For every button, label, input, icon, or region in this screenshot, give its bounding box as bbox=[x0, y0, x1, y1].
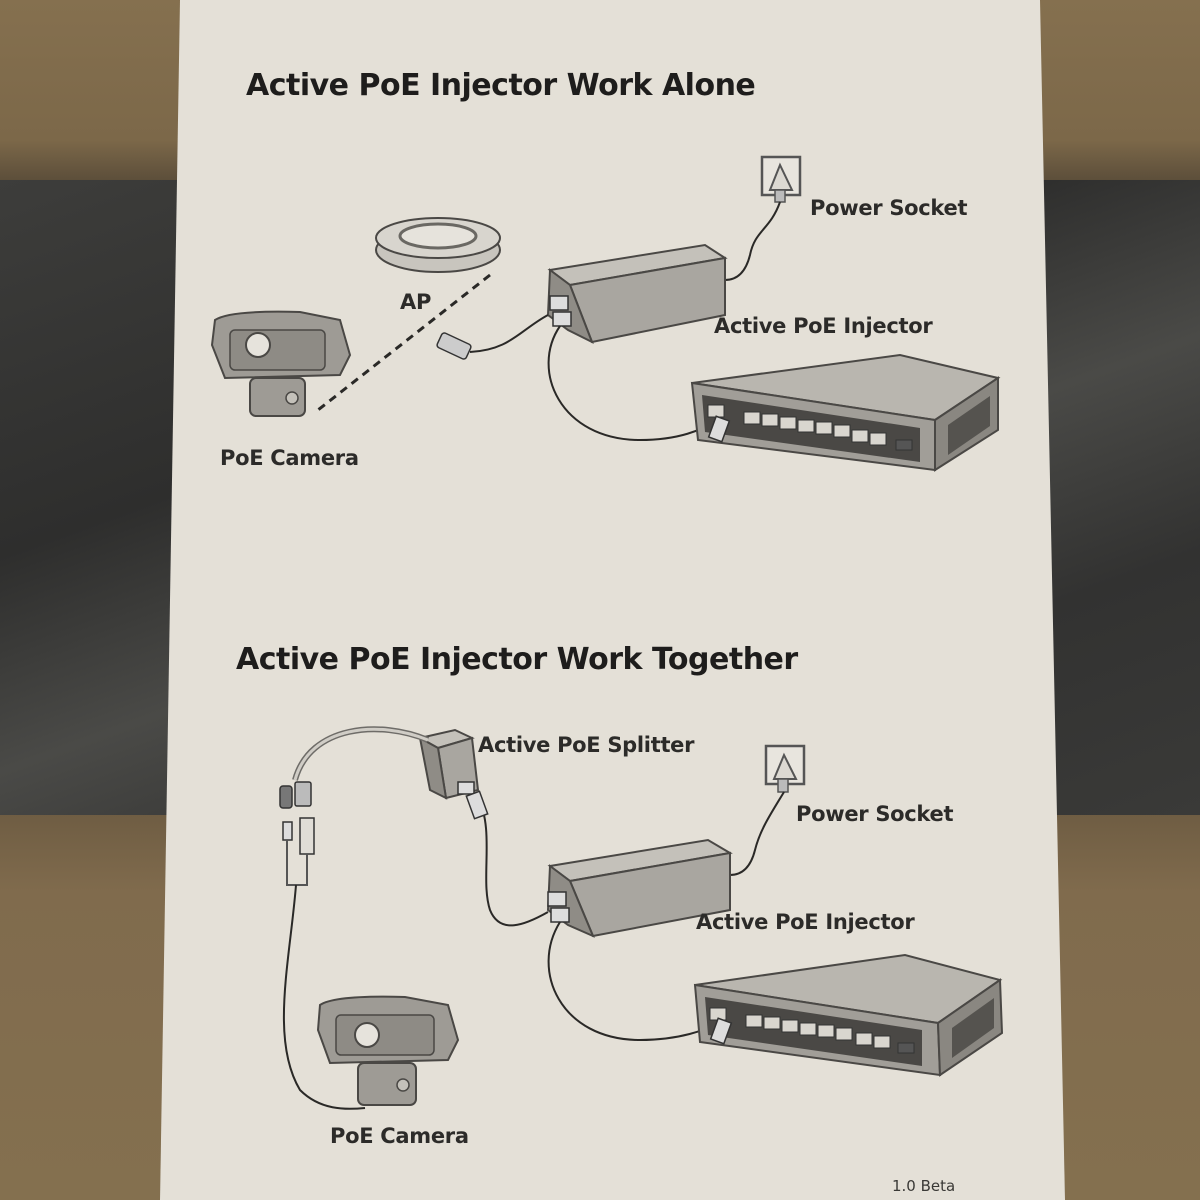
camera-cable bbox=[282, 884, 366, 1110]
rj45-plug-icon bbox=[436, 332, 472, 360]
label-ap: AP bbox=[400, 290, 432, 314]
section-title-work-alone: Active PoE Injector Work Alone bbox=[246, 68, 756, 103]
label-active-poe-injector: Active PoE Injector bbox=[714, 314, 933, 338]
label-active-poe-injector: Active PoE Injector bbox=[696, 910, 915, 934]
poe-camera-icon bbox=[210, 310, 352, 417]
network-switch-icon bbox=[693, 953, 1004, 1077]
power-cable bbox=[724, 201, 781, 281]
power-socket-icon bbox=[760, 155, 802, 203]
label-power-socket: Power Socket bbox=[796, 802, 954, 826]
splitter-y-cable bbox=[292, 726, 430, 781]
label-poe-camera: PoE Camera bbox=[220, 446, 359, 470]
power-socket-icon bbox=[764, 744, 806, 793]
poe-injector-icon bbox=[546, 243, 728, 345]
ethernet-cable bbox=[469, 314, 549, 353]
access-point-icon bbox=[375, 217, 501, 273]
label-power-socket: Power Socket bbox=[810, 196, 968, 220]
version-label: 1.0 Beta bbox=[892, 1177, 956, 1195]
ethernet-cable-to-switch bbox=[547, 921, 723, 1042]
section-title-work-together: Active PoE Injector Work Together bbox=[236, 642, 798, 677]
power-cable bbox=[729, 791, 785, 876]
rj45-plug-icon bbox=[465, 790, 489, 820]
splitter-to-injector-cable bbox=[477, 797, 549, 927]
network-switch-icon bbox=[690, 353, 1001, 472]
label-active-poe-splitter: Active PoE Splitter bbox=[478, 733, 695, 757]
ethernet-cable-to-switch bbox=[547, 325, 721, 442]
poe-camera-icon bbox=[316, 995, 460, 1106]
wireless-link-dashed bbox=[317, 273, 491, 412]
dc-and-rj45-connectors-icon bbox=[279, 781, 315, 886]
label-poe-camera: PoE Camera bbox=[330, 1124, 469, 1148]
poe-splitter-icon bbox=[417, 728, 480, 800]
poe-injector-icon bbox=[546, 838, 733, 938]
